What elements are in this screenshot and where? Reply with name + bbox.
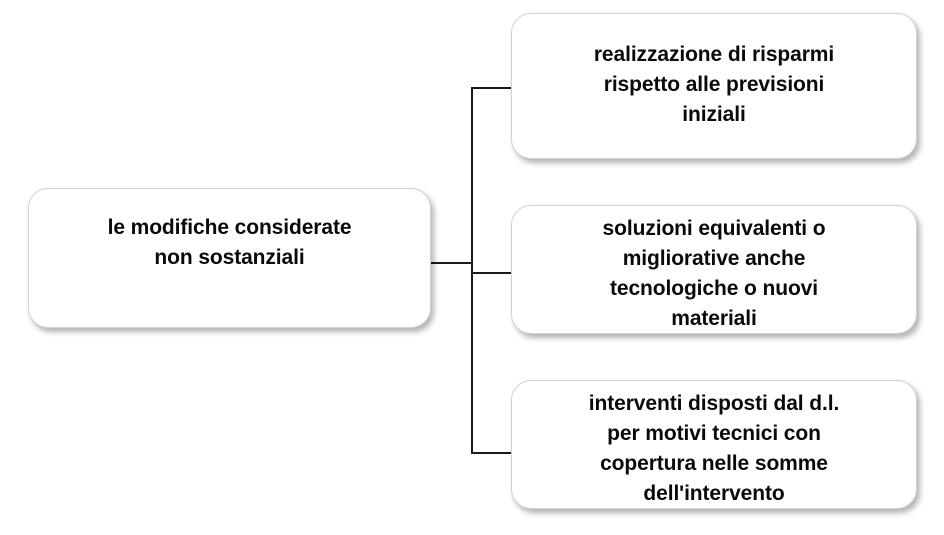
connector-branch-3 xyxy=(471,452,512,454)
node-root[interactable]: le modifiche considerate non sostanziali xyxy=(28,188,431,328)
node-child-2[interactable]: soluzioni equivalenti o migliorative anc… xyxy=(511,205,917,334)
node-child-3[interactable]: interventi disposti dal d.l. per motivi … xyxy=(511,380,917,509)
node-child-2-label: soluzioni equivalenti o migliorative anc… xyxy=(602,217,826,330)
node-child-1-label: realizzazione di risparmi rispetto alle … xyxy=(593,43,835,126)
node-child-1[interactable]: realizzazione di risparmi rispetto alle … xyxy=(511,13,917,159)
node-child-3-label: interventi disposti dal d.l. per motivi … xyxy=(588,392,840,505)
connector-branch-1 xyxy=(471,87,512,89)
connector-root-stub xyxy=(430,262,473,264)
connector-branch-2 xyxy=(471,272,512,274)
connector-vertical-spine xyxy=(471,88,473,454)
node-root-label: le modifiche considerate non sostanziali xyxy=(107,216,352,269)
